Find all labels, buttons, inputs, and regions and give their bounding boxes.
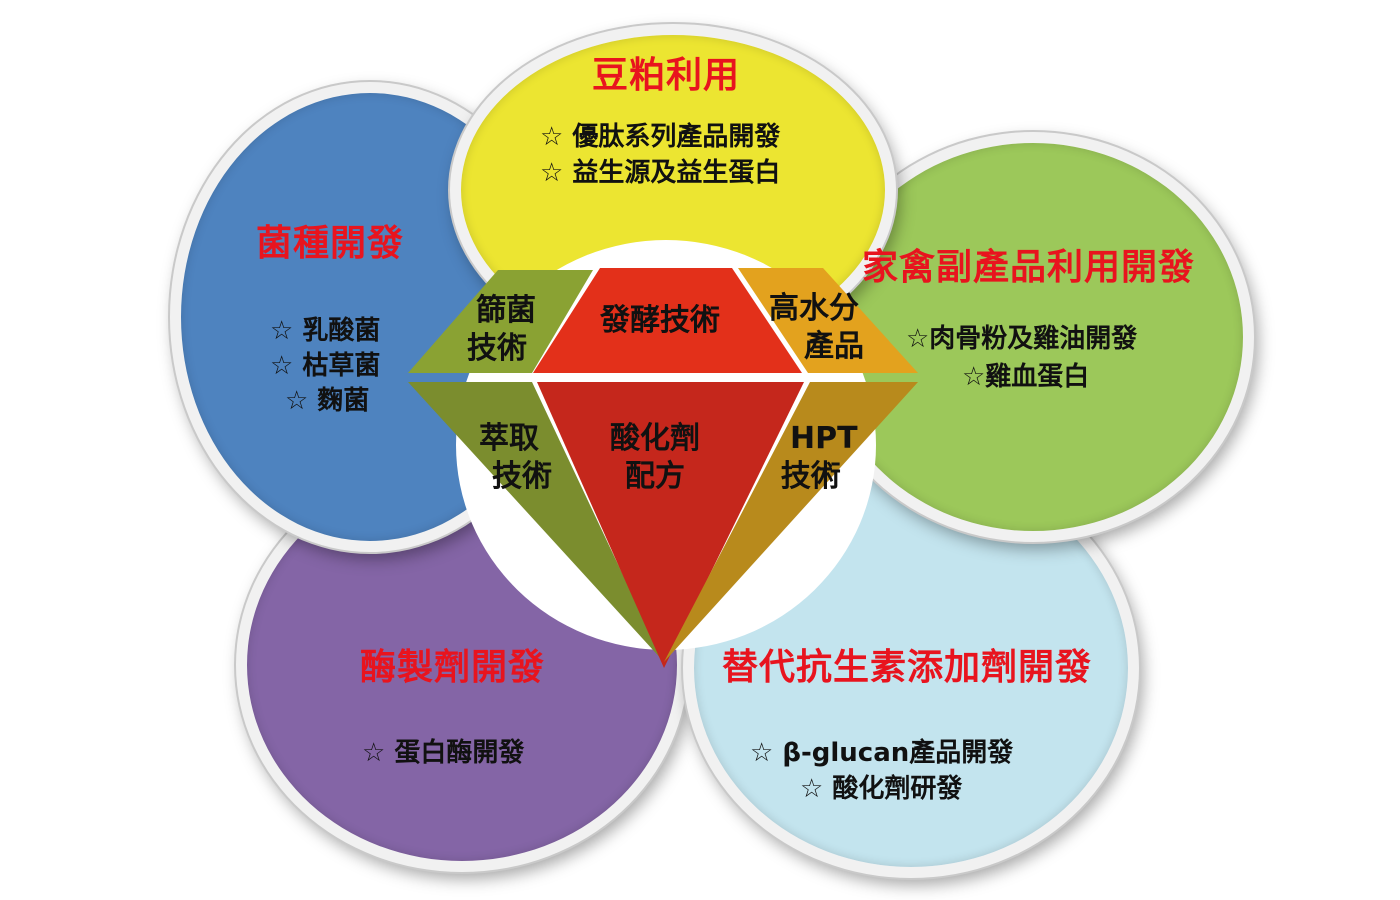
gem-facet-bottom-right [664,382,918,662]
gem-label-line: 技術 [467,331,527,366]
gem-label-top-right: 高水分 產品 [764,290,864,366]
circle-left-item: ☆ 枯草菌 [270,351,381,381]
gem-label-line: 酸化劑 [610,421,700,456]
gem-label-line: 發酵技術 [600,303,720,338]
gem-facet-top-right [738,268,918,373]
gem-label-bottom-center: 酸化劑 配方 [610,420,700,496]
circle-left-item: ☆ 乳酸菌 [270,316,381,346]
gem-label-line: 技術 [492,459,552,494]
circle-top-title: 豆粕利用 [592,55,741,96]
circle-right-item: ☆雞血蛋白 [962,362,1090,392]
gem-facet-bottom-left [408,382,664,662]
circle-top-item: ☆ 益生源及益生蛋白 [540,158,781,188]
circle-right-item: ☆肉骨粉及雞油開發 [906,324,1138,354]
gem-label-line: 產品 [804,329,864,364]
circle-bottom-right-item: ☆ 酸化劑研發 [800,774,963,804]
gem-label-line: 萃取 [479,421,539,456]
gem-label-line: 高水分 [769,291,859,326]
gem-label-top-center: 發酵技術 [600,302,720,340]
gem-label-line: 配方 [625,459,685,494]
gem-label-bottom-left: 萃取 技術 [466,420,552,496]
gem-facet-top-left [408,270,593,373]
circle-left-title: 菌種開發 [256,223,405,264]
circle-top-item: ☆ 優肽系列產品開發 [540,122,781,152]
gem-label-line: 篩菌 [476,293,536,328]
circle-right-title: 家禽副產品利用開發 [862,247,1196,288]
circle-bottom-left-title: 酶製劑開發 [360,647,546,688]
gem-label-line: HPT [790,421,858,456]
gem-facet-bottom-center [537,382,804,668]
gem-facet-top-center [533,268,802,373]
circle-bottom-right-title: 替代抗生素添加劑開發 [722,647,1093,688]
circle-left-item: ☆ 麴菌 [285,386,370,416]
gem-label-line: 技術 [780,459,841,494]
gem-label-top-left: 篩菌 技術 [458,292,536,368]
circle-bottom-left-item: ☆ 蛋白酶開發 [362,738,525,768]
gem-label-bottom-right: HPT 技術 [764,420,858,496]
circle-bottom-right-item: ☆ β-glucan產品開發 [750,738,1014,768]
